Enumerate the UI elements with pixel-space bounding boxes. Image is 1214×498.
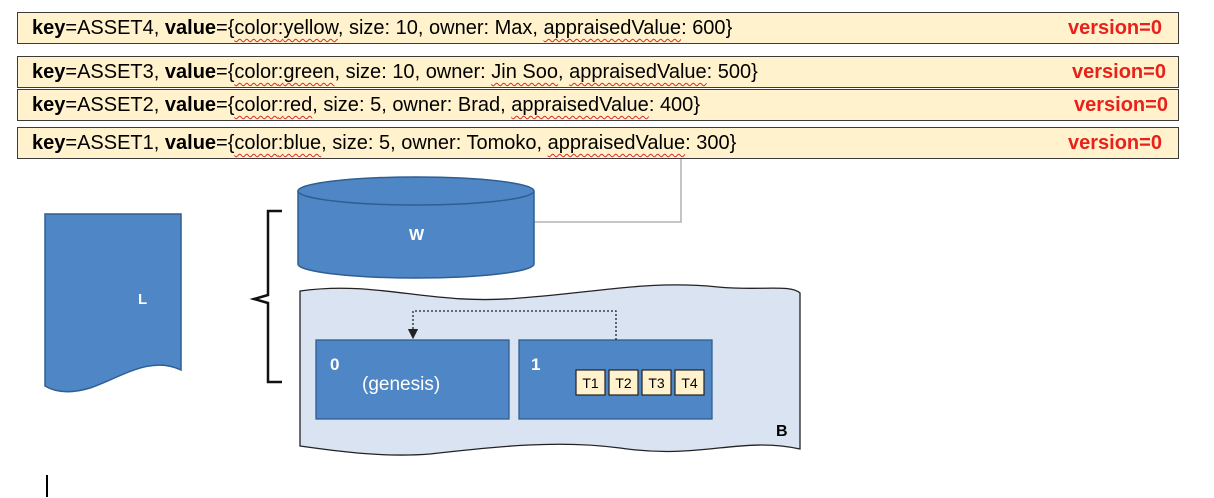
version-label: version=0 bbox=[1068, 132, 1162, 154]
ledger-label: L bbox=[138, 291, 147, 308]
block-1-number: 1 bbox=[531, 355, 540, 374]
record-row: key=ASSET2, value={color:red, size: 5, o… bbox=[17, 89, 1179, 121]
block-0-caption: (genesis) bbox=[362, 374, 440, 395]
transaction-box bbox=[608, 369, 639, 396]
transaction-box bbox=[641, 369, 672, 396]
block-0-number: 0 bbox=[330, 355, 339, 374]
transaction-label: T3 bbox=[648, 375, 665, 391]
transaction-box bbox=[674, 369, 705, 396]
transaction-label: T1 bbox=[582, 375, 599, 391]
world-state-shape bbox=[297, 176, 535, 279]
version-label: version=0 bbox=[1072, 61, 1166, 83]
record-row: key=ASSET4, value={color:yellow, size: 1… bbox=[17, 12, 1179, 44]
text-cursor bbox=[46, 475, 48, 497]
version-label: version=0 bbox=[1068, 17, 1162, 39]
record-row: key=ASSET1, value={color:blue, size: 5, … bbox=[17, 127, 1179, 159]
transaction-box bbox=[575, 369, 606, 396]
block-0 bbox=[315, 339, 510, 420]
ledger-shape bbox=[44, 213, 182, 393]
version-label: version=0 bbox=[1074, 94, 1168, 116]
transaction-label: T2 bbox=[615, 375, 632, 391]
blockchain-label: B bbox=[776, 423, 788, 440]
record-text: key=ASSET1, value={color:blue, size: 5, … bbox=[32, 132, 737, 154]
transaction-group: T1 T2 T3 T4 bbox=[575, 369, 705, 396]
record-row: key=ASSET3, value={color:green, size: 10… bbox=[17, 56, 1179, 88]
record-text: key=ASSET3, value={color:green, size: 10… bbox=[32, 61, 758, 83]
ledger-brace bbox=[249, 209, 282, 384]
record-text: key=ASSET4, value={color:yellow, size: 1… bbox=[32, 17, 733, 39]
record-text: key=ASSET2, value={color:red, size: 5, o… bbox=[32, 94, 700, 116]
transaction-label: T4 bbox=[681, 375, 698, 391]
connector-line bbox=[534, 159, 682, 223]
world-state-label: W bbox=[409, 227, 425, 244]
